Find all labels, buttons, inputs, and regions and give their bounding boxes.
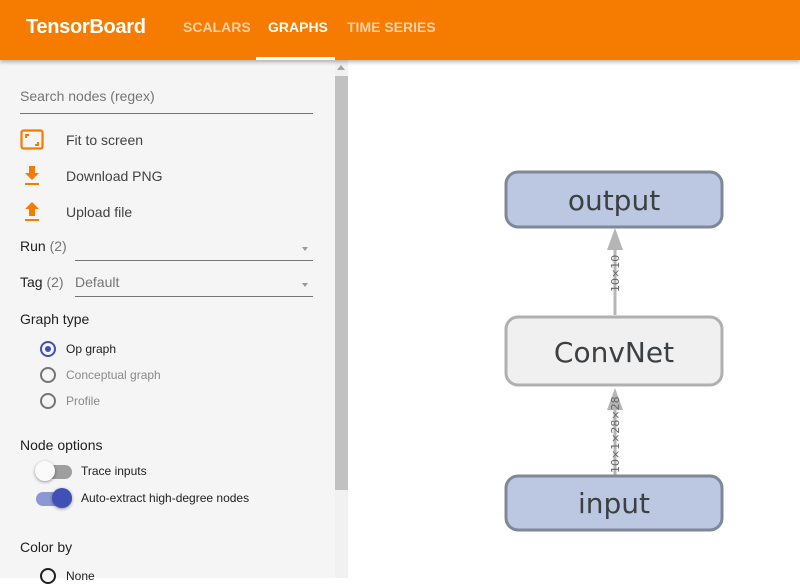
- download-icon: [25, 166, 39, 185]
- upload-icon: [25, 202, 39, 221]
- node-input[interactable]: input: [504, 474, 724, 532]
- edge-label: 10×10: [609, 255, 622, 292]
- tag-value: Default: [75, 274, 120, 290]
- chevron-down-icon: [302, 247, 308, 251]
- graph-canvas[interactable]: 10×1×28×28 10×10 output ConvNet input: [348, 60, 800, 578]
- radio-circle: [40, 568, 56, 584]
- toggle-knob: [35, 461, 55, 481]
- chevron-down-icon: [302, 283, 308, 287]
- radio-circle: [40, 393, 56, 409]
- radio-label: Conceptual graph: [66, 368, 161, 382]
- run-label-text: Run: [20, 238, 46, 254]
- tag-count: (2): [46, 274, 64, 290]
- tab-scalars[interactable]: SCALARS: [183, 19, 251, 35]
- tag-select[interactable]: Default: [75, 274, 313, 297]
- graph-type-title: Graph type: [20, 311, 90, 327]
- scroll-up-arrow-icon[interactable]: [337, 65, 345, 70]
- color-by-title: Color by: [20, 539, 73, 555]
- top-app-bar: TensorBoard SCALARS GRAPHS TIME SERIES: [0, 0, 800, 60]
- scrollbar-thumb[interactable]: [335, 76, 348, 490]
- tab-graphs[interactable]: GRAPHS: [268, 19, 328, 35]
- app-title: TensorBoard: [26, 16, 146, 38]
- toggle-label: Trace inputs: [81, 464, 147, 478]
- tab-time-series[interactable]: TIME SERIES: [347, 19, 436, 35]
- tag-label: Tag (2): [20, 274, 64, 290]
- run-label: Run (2): [20, 238, 67, 254]
- node-output[interactable]: output: [504, 170, 724, 229]
- radio-label: Profile: [66, 394, 101, 408]
- radio-label: None: [66, 569, 95, 583]
- edge-input-convnet[interactable]: 10×1×28×28: [607, 388, 623, 475]
- active-tab-indicator: [256, 57, 335, 60]
- edge-label: 10×1×28×28: [609, 396, 622, 473]
- run-count: (2): [49, 238, 67, 254]
- upload-file-label: Upload file: [66, 204, 133, 220]
- sidebar: Search nodes (regex) Fit to screen Downl…: [0, 60, 348, 584]
- node-label: output: [568, 184, 660, 217]
- radio-circle: [40, 367, 56, 383]
- node-convnet[interactable]: ConvNet: [504, 315, 724, 387]
- toggle-knob: [52, 488, 72, 508]
- download-png-label: Download PNG: [66, 168, 163, 184]
- run-select[interactable]: [75, 238, 313, 261]
- fit-to-screen-label: Fit to screen: [66, 132, 144, 148]
- radio-circle: [40, 341, 56, 357]
- tag-label-text: Tag: [20, 274, 43, 290]
- graph-svg[interactable]: 10×1×28×28 10×10 output ConvNet input: [348, 60, 800, 578]
- edge-convnet-output[interactable]: 10×10: [607, 228, 623, 315]
- node-options-title: Node options: [20, 437, 103, 453]
- fit-screen-icon: [20, 129, 44, 150]
- node-label: ConvNet: [554, 336, 674, 369]
- search-nodes-input[interactable]: Search nodes (regex): [20, 88, 313, 114]
- node-label: input: [578, 487, 650, 520]
- search-placeholder: Search nodes (regex): [20, 88, 155, 104]
- radio-label: Op graph: [66, 342, 117, 356]
- toggle-label: Auto-extract high-degree nodes: [81, 491, 250, 505]
